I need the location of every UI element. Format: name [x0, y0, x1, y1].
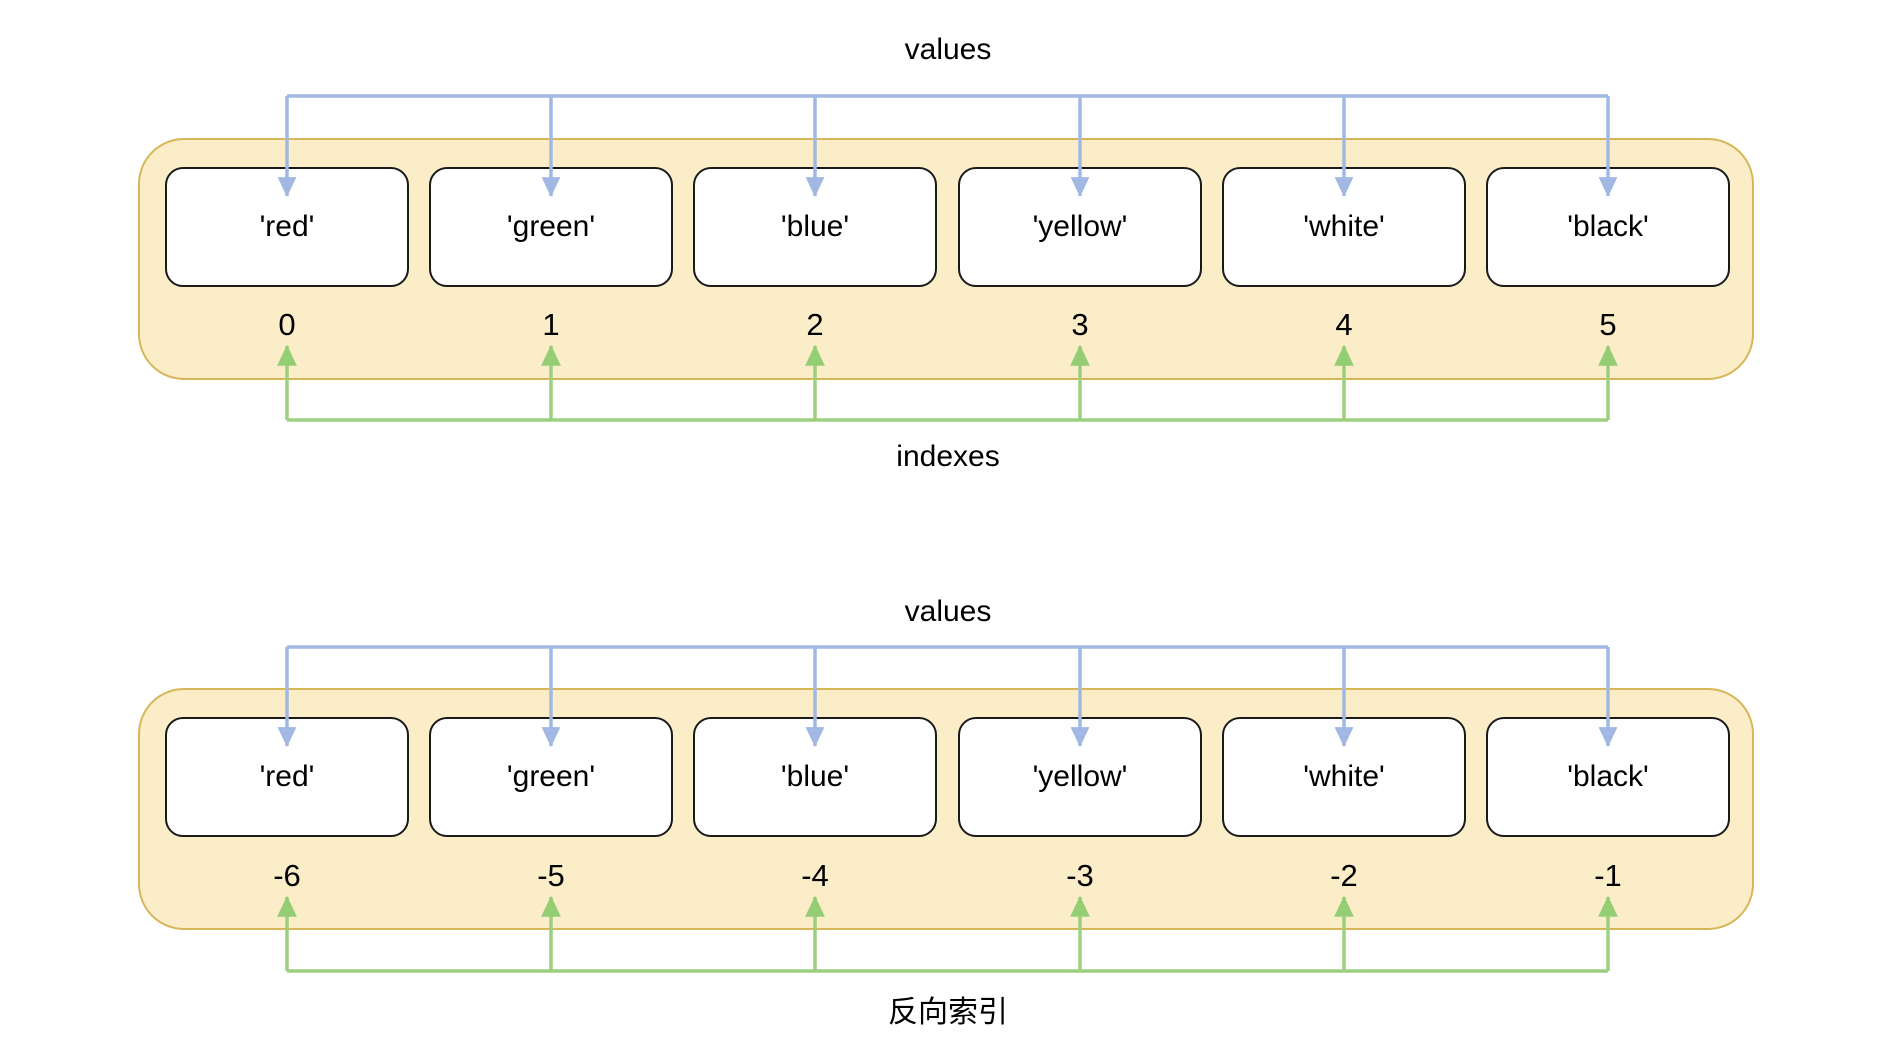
value-text: 'red' — [259, 210, 315, 243]
value-box: 'red' — [165, 717, 409, 837]
value-text: 'red' — [259, 760, 315, 793]
value-box: 'red' — [165, 167, 409, 287]
value-box: 'green' — [429, 167, 673, 287]
index-label: 2 — [806, 307, 824, 342]
value-box: 'green' — [429, 717, 673, 837]
value-text: 'yellow' — [1032, 760, 1128, 793]
index-label: 4 — [1335, 307, 1353, 342]
value-text: 'black' — [1567, 760, 1649, 793]
value-text: 'white' — [1303, 210, 1385, 243]
value-box: 'white' — [1222, 717, 1466, 837]
index-label: 3 — [1071, 307, 1089, 342]
value-text: 'yellow' — [1032, 210, 1128, 243]
index-label: 0 — [278, 307, 296, 342]
value-box: 'white' — [1222, 167, 1466, 287]
value-box: 'blue' — [693, 167, 937, 287]
value-box: 'yellow' — [958, 167, 1202, 287]
value-text: 'white' — [1303, 760, 1385, 793]
value-text: 'green' — [506, 760, 596, 793]
values-label: values — [904, 33, 992, 66]
index-label: -5 — [537, 858, 565, 893]
value-box: 'black' — [1486, 167, 1730, 287]
value-text: 'black' — [1567, 210, 1649, 243]
values-label: values — [904, 595, 992, 628]
index-label: -6 — [273, 858, 301, 893]
index-label: -1 — [1594, 858, 1622, 893]
value-box: 'yellow' — [958, 717, 1202, 837]
value-text: 'blue' — [780, 210, 850, 243]
value-box: 'black' — [1486, 717, 1730, 837]
index-label: -3 — [1066, 858, 1094, 893]
index-label: -2 — [1330, 858, 1358, 893]
index-label: 5 — [1599, 307, 1617, 342]
index-label: 1 — [542, 307, 560, 342]
value-box: 'blue' — [693, 717, 937, 837]
index-label: -4 — [801, 858, 829, 893]
value-text: 'green' — [506, 210, 596, 243]
indexes-label: indexes — [896, 440, 1000, 473]
value-text: 'blue' — [780, 760, 850, 793]
reverse-index-label: 反向索引 — [888, 996, 1008, 1029]
